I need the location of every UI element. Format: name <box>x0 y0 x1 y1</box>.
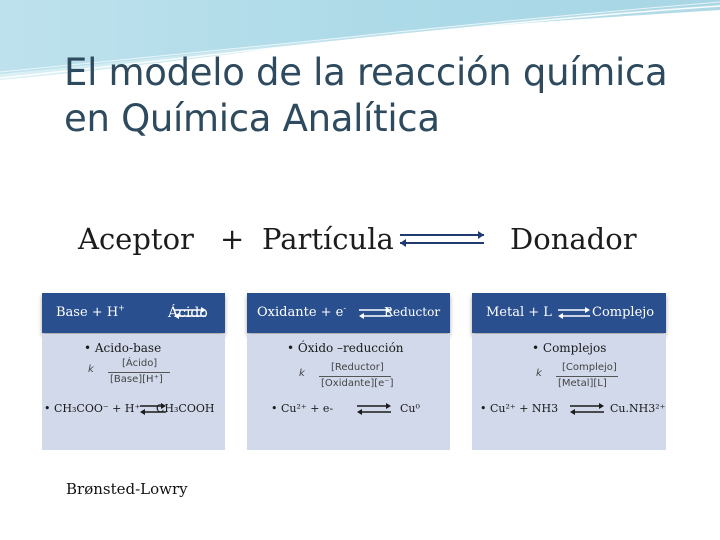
acid-base-denominator: [Base][H⁺] <box>110 374 163 385</box>
redox-k: k <box>299 368 305 379</box>
complex-header-left: Metal + L <box>486 305 552 320</box>
redox-header: Oxidante + e- Reductor <box>247 293 450 333</box>
acid-base-constant: k [Ácido] [Base][H⁺] <box>88 356 188 390</box>
acid-base-numerator: [Ácido] <box>122 358 158 369</box>
acid-base-equation-left: • CH₃COO⁻ + H⁺ <box>44 402 141 415</box>
complex-k: k <box>536 368 542 379</box>
bronsted-lowry-label: Brønsted-Lowry <box>66 480 188 498</box>
complex-body: • Complejos k [Complejo] [Metal][L] • Cu… <box>472 334 666 450</box>
acid-base-header: Base + H+ Ácido <box>42 293 225 333</box>
acid-base-header-right: Ácido <box>168 305 208 321</box>
redox-header-right: Reductor <box>384 305 441 319</box>
complex-header-arrow-icon <box>558 307 590 319</box>
acid-base-k: k <box>88 364 94 375</box>
redox-body: • Óxido –reducción k [Reductor] [Oxidant… <box>247 334 450 450</box>
redox-equation-left: • Cu²⁺ + e- <box>271 402 334 415</box>
acid-base-header-left: Base + H+ <box>56 303 125 320</box>
redox-fraction-bar <box>319 376 391 377</box>
acid-base-fraction-bar <box>108 372 170 373</box>
complex-fraction-bar <box>556 376 618 377</box>
title-line-2: en Química Analítica <box>64 97 440 140</box>
equilibrium-arrow-icon <box>400 231 484 247</box>
redox-numerator: [Reductor] <box>331 362 384 373</box>
redox-header-arrow-icon <box>359 307 391 319</box>
complex-denominator: [Metal][L] <box>558 378 607 389</box>
complex-equation-left: • Cu²⁺ + NH3 <box>480 402 559 415</box>
complex-title: • Complejos <box>532 341 607 355</box>
acid-base-equation-right: CH₃COOH <box>156 402 215 415</box>
acid-base-header-arrow-icon <box>174 307 206 319</box>
aceptor-label: Aceptor <box>78 222 194 256</box>
plus-sign: + <box>220 222 245 256</box>
acid-base-equation-arrow-icon <box>140 403 166 415</box>
complex-header-right: Complejo <box>592 305 655 320</box>
title-line-1: El modelo de la reacción química <box>64 51 668 94</box>
redox-denominator: [Oxidante][e⁻] <box>321 378 394 389</box>
acid-base-title: • Acido-base <box>84 341 162 355</box>
decorative-wave-banner <box>0 0 720 80</box>
redox-title: • Óxido –reducción <box>287 341 404 355</box>
particula-label: Partícula <box>262 222 394 256</box>
redox-equation-right: Cu⁰ <box>400 402 420 415</box>
redox-constant: k [Reductor] [Oxidante][e⁻] <box>299 360 419 394</box>
complex-equation-right: Cu.NH3²⁺ <box>610 402 666 415</box>
complex-header: Metal + L Complejo <box>472 293 666 333</box>
redox-header-left: Oxidante + e- <box>257 303 347 320</box>
acid-base-body: • Acido-base k [Ácido] [Base][H⁺] • CH₃C… <box>42 334 225 450</box>
complex-numerator: [Complejo] <box>562 362 617 373</box>
complex-equation-arrow-icon <box>570 403 604 415</box>
page-title: El modelo de la reacción química en Quím… <box>64 50 704 142</box>
redox-equation-arrow-icon <box>357 403 391 415</box>
donador-label: Donador <box>510 222 637 256</box>
complex-constant: k [Complejo] [Metal][L] <box>536 360 646 394</box>
